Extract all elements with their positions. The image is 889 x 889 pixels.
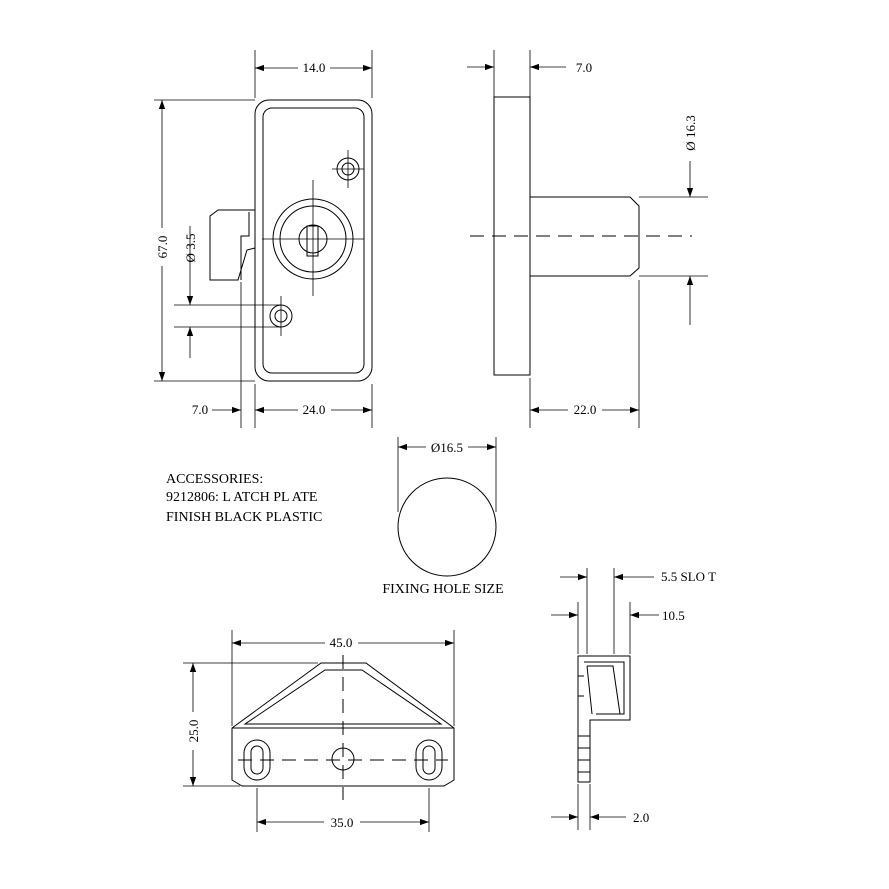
fixing-hole: Ø16.5 FIXING HOLE SIZE (382, 437, 504, 597)
latch-tongue (209, 209, 256, 281)
dim-front-height: 67.0 (155, 236, 170, 259)
accessories-line1: ACCESSORIES: (166, 472, 263, 487)
latch-plate-front (231, 655, 455, 800)
dim-front-bottom-width: 24.0 (303, 402, 326, 417)
side-view-dimensions: 7.0 Ø 16.3 22.0 (467, 50, 708, 428)
plate-side-outline (577, 655, 631, 783)
keyway-slot (306, 225, 319, 257)
dim-plate-height: 25.0 (186, 720, 201, 743)
dim-slot-width: 5.5 SLO T (661, 569, 716, 584)
dim-cylinder-dia: Ø 16.3 (683, 115, 698, 150)
front-view-dimensions: 14.0 67.0 Ø 3.5 7.0 24.0 (154, 50, 373, 428)
dim-plate-thickness: 2.0 (633, 810, 649, 825)
accessories-line2: 9212806: L ATCH PL ATE (166, 490, 317, 505)
dim-fixing-hole-dia: Ø16.5 (431, 440, 463, 455)
lock-body-inner (262, 107, 365, 374)
side-view (470, 96, 692, 376)
dim-offset-left: 7.0 (192, 402, 208, 417)
dim-side-thickness: 7.0 (576, 60, 592, 75)
front-view (209, 99, 373, 382)
dim-cylinder-length: 22.0 (574, 402, 597, 417)
dim-plate-depth: 10.5 (662, 608, 685, 623)
plate-outline (231, 662, 455, 787)
side-cylinder (530, 196, 640, 277)
dim-plate-hole-spacing: 35.0 (331, 815, 354, 830)
dim-hole-dia: Ø 3.5 (183, 234, 198, 263)
accessories-line3: FINISH BLACK PLASTIC (166, 510, 322, 525)
latch-plate-front-dimensions: 45.0 25.0 35.0 (183, 630, 455, 832)
dim-front-width: 14.0 (303, 60, 326, 75)
fixing-hole-circle (397, 477, 497, 577)
latch-plate-side (577, 655, 631, 783)
fixing-hole-label: FIXING HOLE SIZE (382, 582, 503, 597)
latch-tongue-inner (240, 212, 250, 280)
latch-plate-side-dimensions: 5.5 SLO T 10.5 2.0 (551, 568, 716, 830)
plate-ridge (243, 669, 443, 725)
accessories-note: ACCESSORIES: 9212806: L ATCH PL ATE FINI… (166, 472, 322, 525)
dim-plate-width: 45.0 (330, 635, 353, 650)
